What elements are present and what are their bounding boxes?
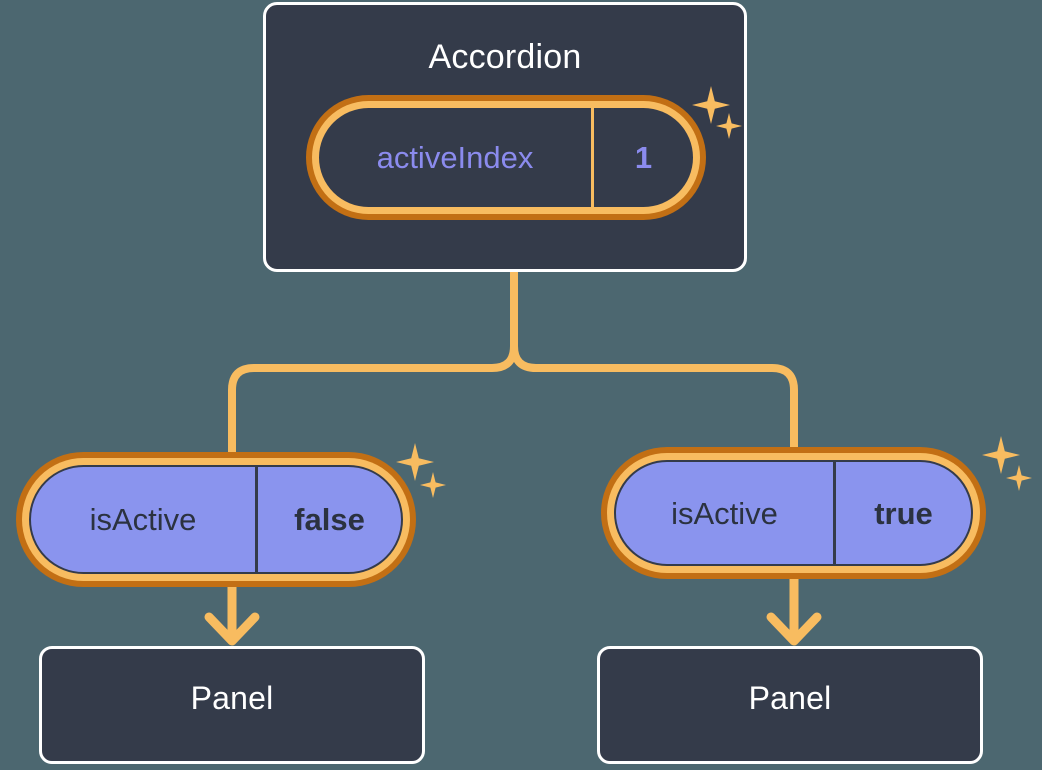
state-key-label: isActive xyxy=(89,502,197,537)
state-value-label: true xyxy=(874,495,933,531)
state-value-label: 1 xyxy=(634,140,653,175)
state-pill-is-active-true[interactable]: isActive true xyxy=(601,447,986,579)
panel-node-right[interactable]: Panel xyxy=(597,646,983,764)
pill-divider xyxy=(833,462,836,564)
state-key-label: activeIndex xyxy=(376,140,534,175)
arrow-down-icon-right xyxy=(766,575,822,646)
pill-divider xyxy=(255,467,258,572)
pill-ring: isActive false xyxy=(22,458,410,581)
panel-node-left[interactable]: Panel xyxy=(39,646,425,764)
pill-body: activeIndex 1 xyxy=(319,108,693,207)
arrow-down-icon-left xyxy=(204,583,260,646)
pill-ring: activeIndex 1 xyxy=(312,101,700,214)
sparkle-icon xyxy=(1006,465,1032,491)
sparkle-icon xyxy=(420,472,446,498)
panel-title: Panel xyxy=(190,680,274,716)
sparkle-icon xyxy=(982,436,1020,474)
panel-title: Panel xyxy=(748,680,832,716)
state-value-label: false xyxy=(294,502,365,537)
state-key-label: isActive xyxy=(671,495,778,531)
accordion-title: Accordion xyxy=(428,38,582,76)
pill-divider xyxy=(591,108,594,207)
state-pill-is-active-false[interactable]: isActive false xyxy=(16,452,416,587)
pill-body: isActive false xyxy=(29,465,403,574)
connector-accordion-to-right xyxy=(510,268,798,459)
state-pill-active-index[interactable]: activeIndex 1 xyxy=(306,95,706,220)
sparkle-icon-right xyxy=(982,436,1042,508)
pill-body: isActive true xyxy=(614,460,973,566)
connector-accordion-to-left xyxy=(228,268,518,464)
sparkle-icon xyxy=(396,443,434,481)
pill-ring: isActive true xyxy=(607,453,980,573)
